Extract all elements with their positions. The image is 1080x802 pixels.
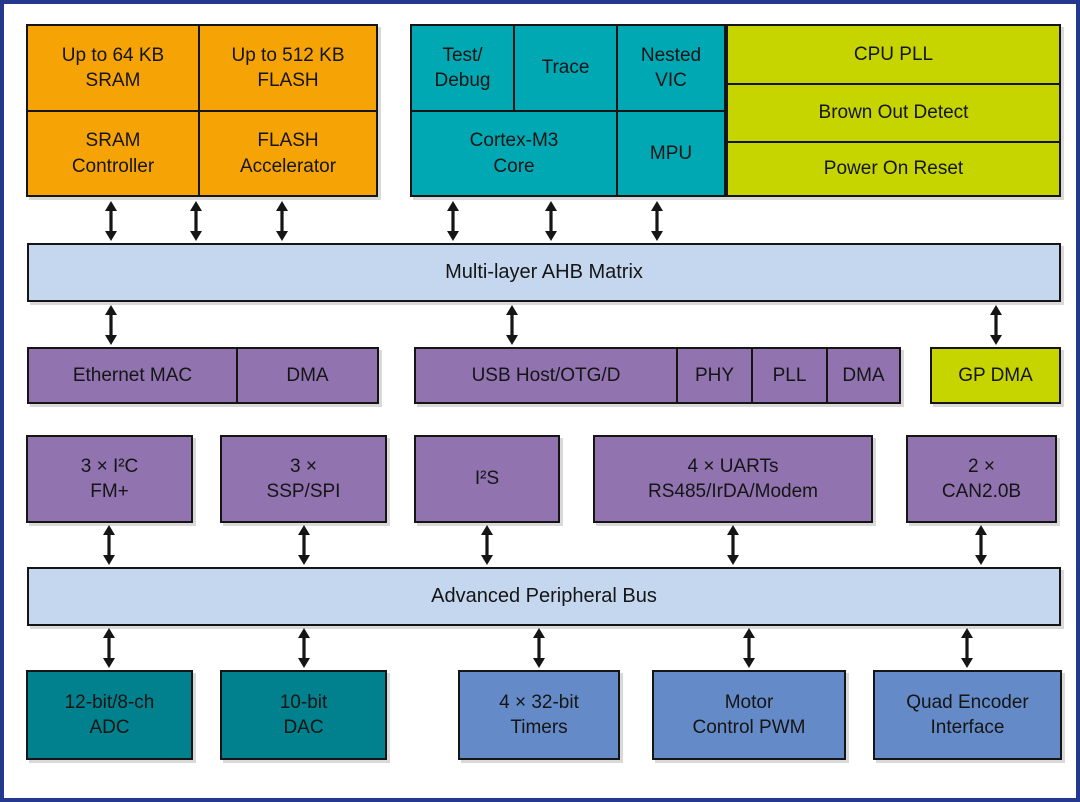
block-usb-dma: DMA xyxy=(826,349,899,402)
block-mpu: MPU xyxy=(616,110,724,195)
bidirectional-arrow xyxy=(296,628,312,668)
bidirectional-arrow xyxy=(103,201,119,241)
block-quad-encoder: Quad Encoder Interface xyxy=(873,670,1062,760)
block-ssp-spi: 3 × SSP/SPI xyxy=(220,435,387,523)
block-trace: Trace xyxy=(513,26,616,110)
usb-group: USB Host/OTG/D PHY PLL DMA xyxy=(414,347,901,404)
block-ethernet-dma: DMA xyxy=(236,349,377,402)
block-flash-size: Up to 512 KB FLASH xyxy=(198,26,376,110)
block-dac: 10-bit DAC xyxy=(220,670,387,760)
bidirectional-arrow xyxy=(649,201,665,241)
block-test-debug: Test/ Debug xyxy=(412,26,513,110)
block-i2s: I²S xyxy=(414,435,560,523)
block-cpu-pll: CPU PLL xyxy=(728,26,1059,83)
block-usb-host: USB Host/OTG/D xyxy=(416,349,676,402)
block-gp-dma: GP DMA xyxy=(930,347,1061,404)
block-cortex-m3-core: Cortex-M3 Core xyxy=(412,110,616,195)
block-motor-pwm: Motor Control PWM xyxy=(652,670,846,760)
bidirectional-arrow xyxy=(504,305,520,345)
block-can: 2 × CAN2.0B xyxy=(906,435,1057,523)
bidirectional-arrow xyxy=(101,525,117,565)
block-sram-size: Up to 64 KB SRAM xyxy=(28,26,198,110)
bidirectional-arrow xyxy=(274,201,290,241)
bidirectional-arrow xyxy=(725,525,741,565)
bidirectional-arrow xyxy=(531,628,547,668)
block-usb-pll: PLL xyxy=(751,349,826,402)
bidirectional-arrow xyxy=(103,305,119,345)
bidirectional-arrow xyxy=(296,525,312,565)
block-nested-vic: Nested VIC xyxy=(616,26,724,110)
bidirectional-arrow xyxy=(543,201,559,241)
block-brown-out-detect: Brown Out Detect xyxy=(728,83,1059,141)
bidirectional-arrow xyxy=(445,201,461,241)
cpu-group: Test/ Debug Trace Nested VIC Cortex-M3 C… xyxy=(410,24,726,197)
system-group: CPU PLL Brown Out Detect Power On Reset xyxy=(726,24,1061,197)
bidirectional-arrow xyxy=(188,201,204,241)
ahb-matrix-bus: Multi-layer AHB Matrix xyxy=(27,243,1061,302)
ethernet-group: Ethernet MAC DMA xyxy=(27,347,379,404)
memory-group: Up to 64 KB SRAM Up to 512 KB FLASH SRAM… xyxy=(26,24,378,197)
block-ethernet-mac: Ethernet MAC xyxy=(29,349,236,402)
block-flash-accelerator: FLASH Accelerator xyxy=(198,110,376,195)
bidirectional-arrow xyxy=(959,628,975,668)
block-power-on-reset: Power On Reset xyxy=(728,141,1059,195)
bidirectional-arrow xyxy=(101,628,117,668)
bidirectional-arrow xyxy=(479,525,495,565)
apb-bus: Advanced Peripheral Bus xyxy=(27,567,1061,626)
block-sram-controller: SRAM Controller xyxy=(28,110,198,195)
block-timers: 4 × 32-bit Timers xyxy=(458,670,620,760)
block-i2c: 3 × I²C FM+ xyxy=(26,435,193,523)
block-uarts: 4 × UARTs RS485/IrDA/Modem xyxy=(593,435,873,523)
block-adc: 12-bit/8-ch ADC xyxy=(26,670,193,760)
bidirectional-arrow xyxy=(988,305,1004,345)
bidirectional-arrow xyxy=(973,525,989,565)
bidirectional-arrow xyxy=(741,628,757,668)
block-usb-phy: PHY xyxy=(676,349,751,402)
